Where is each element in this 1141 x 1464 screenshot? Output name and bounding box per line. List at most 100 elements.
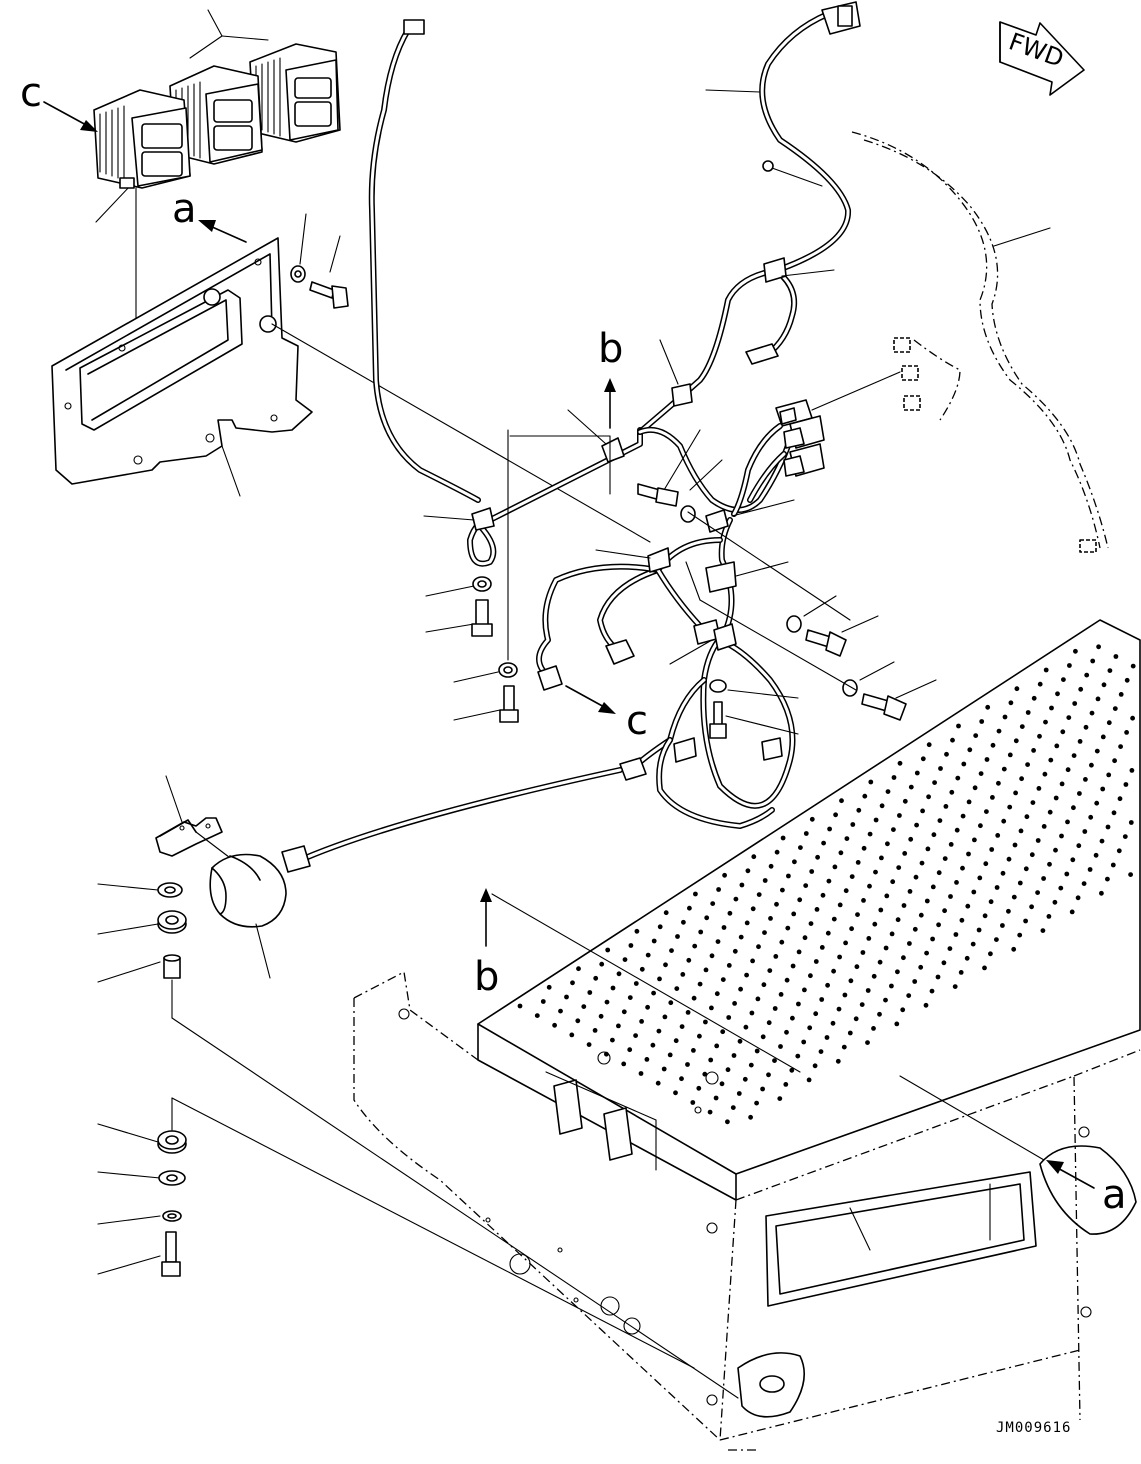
perforation-hole (936, 922, 941, 928)
perforation-hole (982, 913, 988, 919)
perforation-hole (955, 775, 961, 781)
perforation-hole (809, 816, 815, 822)
perforation-hole (978, 771, 984, 776)
perforation-hole (954, 827, 960, 833)
perforation-hole (871, 973, 877, 979)
perforation-hole (1088, 814, 1094, 820)
callout-b-top-group: b (598, 326, 623, 429)
perforation-hole (908, 784, 914, 790)
perforation-hole (622, 957, 628, 962)
bracket-bolt-set (271, 213, 651, 543)
perforation-hole (979, 719, 985, 724)
horn-icon (209, 853, 287, 928)
perforation-hole (977, 875, 983, 881)
perforation-hole (1060, 729, 1066, 735)
perforation-hole (837, 902, 843, 908)
perforation-hole (1067, 663, 1072, 668)
perforation-hole (669, 948, 674, 953)
perforation-hole (897, 760, 903, 766)
perforation-hole (610, 985, 616, 991)
perforation-hole (789, 1067, 795, 1073)
perforation-hole (824, 1035, 830, 1040)
perforation-hole (644, 1057, 650, 1062)
perforation-hole (1035, 838, 1041, 843)
perforation-hole (947, 946, 953, 951)
perforation-hole (774, 849, 780, 855)
perforation-hole (1048, 757, 1054, 763)
perforation-hole (1089, 762, 1094, 768)
perforation-hole (1070, 857, 1076, 863)
perforation-hole (760, 1086, 765, 1092)
perforation-hole (966, 799, 972, 805)
perforation-hole (1006, 856, 1012, 862)
perforation-hole (1116, 848, 1122, 854)
perforation-hole (943, 804, 949, 809)
perforation-hole (1124, 677, 1130, 683)
perforation-hole (697, 981, 703, 987)
perforation-hole (936, 870, 942, 876)
perforation-hole (1065, 819, 1070, 825)
perforation-hole (698, 929, 704, 935)
perforation-hole (809, 869, 815, 874)
perforation-hole (656, 1028, 662, 1034)
perforation-hole (830, 1020, 836, 1026)
perforation-hole (842, 992, 848, 998)
perforation-hole (739, 882, 745, 888)
callout-a-bottom: a (1102, 1172, 1127, 1218)
perforation-hole (854, 964, 860, 970)
perforation-hole (1083, 777, 1088, 782)
perforation-hole (919, 860, 925, 866)
perforation-hole (755, 996, 761, 1002)
perforation-hole (783, 1082, 789, 1087)
perforation-hole (902, 798, 908, 804)
perforation-hole (861, 845, 867, 851)
perforation-hole (1105, 876, 1110, 882)
perforation-hole (988, 899, 994, 905)
perforation-pattern (517, 644, 1136, 1125)
perforation-hole (925, 846, 931, 852)
perforation-hole (1077, 791, 1082, 796)
perforation-hole (725, 1067, 731, 1073)
perforation-hole (786, 873, 791, 879)
horn-hardware-stack (97, 882, 739, 1399)
perforation-hole (681, 919, 686, 925)
perforation-hole (930, 884, 936, 890)
perforation-hole (984, 757, 990, 762)
perforation-hole (1100, 786, 1106, 792)
perforation-hole (802, 935, 808, 941)
perforation-hole (633, 1033, 638, 1038)
work-lamp-icon (93, 89, 191, 189)
perforation-hole (1113, 654, 1119, 659)
callout-b-bottom-group: b (474, 888, 801, 1073)
perforation-hole (912, 979, 918, 984)
perforation-hole (754, 1100, 759, 1106)
perforation-hole (784, 1029, 789, 1035)
perforation-hole (707, 1109, 713, 1115)
perforation-hole (605, 947, 611, 953)
perforation-hole (920, 808, 925, 814)
perforation-hole (796, 949, 802, 955)
perforation-hole (709, 953, 715, 959)
perforation-hole (1029, 904, 1034, 910)
perforation-hole (645, 952, 651, 958)
perforation-hole (760, 1034, 766, 1040)
perforation-hole (749, 1010, 755, 1016)
perforation-hole (726, 1015, 732, 1020)
perforation-hole (1002, 714, 1008, 720)
perforation-hole (762, 878, 768, 883)
perforation-hole (767, 968, 773, 973)
work-lamp-assembly: c (20, 9, 341, 456)
perforation-hole (853, 1016, 859, 1022)
perforation-hole (989, 847, 995, 852)
perforation-hole (798, 845, 803, 850)
perforation-hole (1071, 753, 1077, 758)
perforation-hole (1018, 828, 1024, 834)
perforation-hole (715, 939, 721, 944)
perforation-hole (1017, 880, 1023, 886)
perforation-hole (914, 822, 919, 828)
perforation-hole (692, 943, 698, 949)
perforation-hole (891, 775, 897, 780)
perforation-hole (1011, 946, 1017, 952)
cab-frame (353, 619, 1141, 1451)
perforation-hole (948, 842, 954, 847)
